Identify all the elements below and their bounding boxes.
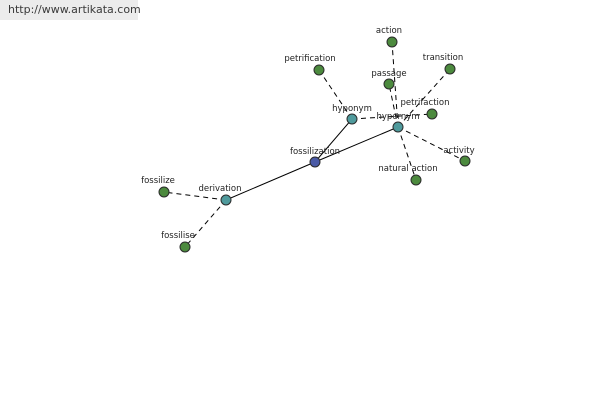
node-label: activity	[443, 146, 474, 156]
node-circle[interactable]	[386, 36, 398, 48]
node-petrifaction[interactable]: petrifaction	[401, 98, 450, 120]
node-circle[interactable]	[179, 241, 191, 253]
edges-layer	[163, 41, 466, 248]
node-hyponym[interactable]: hyponym	[332, 104, 372, 125]
edge-hypernym-passage	[388, 83, 399, 128]
node-circle[interactable]	[459, 155, 471, 167]
node-hypernym[interactable]: hypernym	[376, 112, 420, 133]
edge-derivation-fossilise	[184, 199, 227, 248]
edge-hypernym-natural_action	[397, 126, 417, 181]
node-passage[interactable]: passage	[371, 69, 407, 90]
node-natural_action[interactable]: natural action	[378, 164, 438, 186]
node-label: petrification	[284, 54, 335, 64]
nodes-layer: fossilization hyponym hypernym derivation pe…	[141, 26, 475, 253]
edge-fossilization-derivation	[225, 161, 316, 201]
edge-fossilization-hyponym	[314, 118, 353, 163]
node-circle[interactable]	[392, 121, 404, 133]
node-label: fossilise	[161, 231, 195, 241]
node-label: hyponym	[332, 104, 372, 114]
node-circle[interactable]	[313, 64, 325, 76]
node-circle[interactable]	[158, 186, 170, 198]
node-label: natural action	[378, 164, 437, 174]
node-label: fossilization	[290, 147, 340, 157]
edge-hypernym-transition	[397, 68, 451, 128]
node-label: hypernym	[376, 112, 419, 122]
node-transition[interactable]: transition	[423, 53, 464, 75]
node-label: fossilize	[141, 176, 175, 186]
edge-derivation-fossilize	[163, 191, 227, 201]
node-fossilization[interactable]: fossilization	[290, 147, 340, 168]
node-circle[interactable]	[426, 108, 438, 120]
node-circle[interactable]	[444, 63, 456, 75]
edge-hyponym-petrification1	[318, 69, 353, 120]
node-fossilise[interactable]: fossilise	[161, 231, 195, 253]
node-label: action	[376, 26, 402, 36]
node-label: passage	[371, 69, 406, 79]
edge-hypernym-activity	[397, 126, 466, 162]
node-circle[interactable]	[383, 78, 395, 90]
node-action[interactable]: action	[376, 26, 402, 48]
node-circle[interactable]	[309, 156, 321, 168]
node-activity[interactable]: activity	[443, 146, 475, 167]
edge-hyponym-petrifaction	[351, 113, 433, 120]
node-petrification1[interactable]: petrification	[284, 54, 336, 76]
node-label: transition	[423, 53, 464, 63]
site-url-watermark: http://www.artikata.com	[0, 0, 141, 20]
edge-fossilization-hypernym	[314, 126, 399, 163]
node-circle[interactable]	[220, 194, 232, 206]
node-fossilize[interactable]: fossilize	[141, 176, 175, 198]
node-label: petrifaction	[401, 98, 450, 108]
node-circle[interactable]	[346, 113, 358, 125]
node-label: derivation	[198, 184, 241, 194]
node-circle[interactable]	[410, 174, 422, 186]
node-derivation[interactable]: derivation	[198, 184, 242, 206]
